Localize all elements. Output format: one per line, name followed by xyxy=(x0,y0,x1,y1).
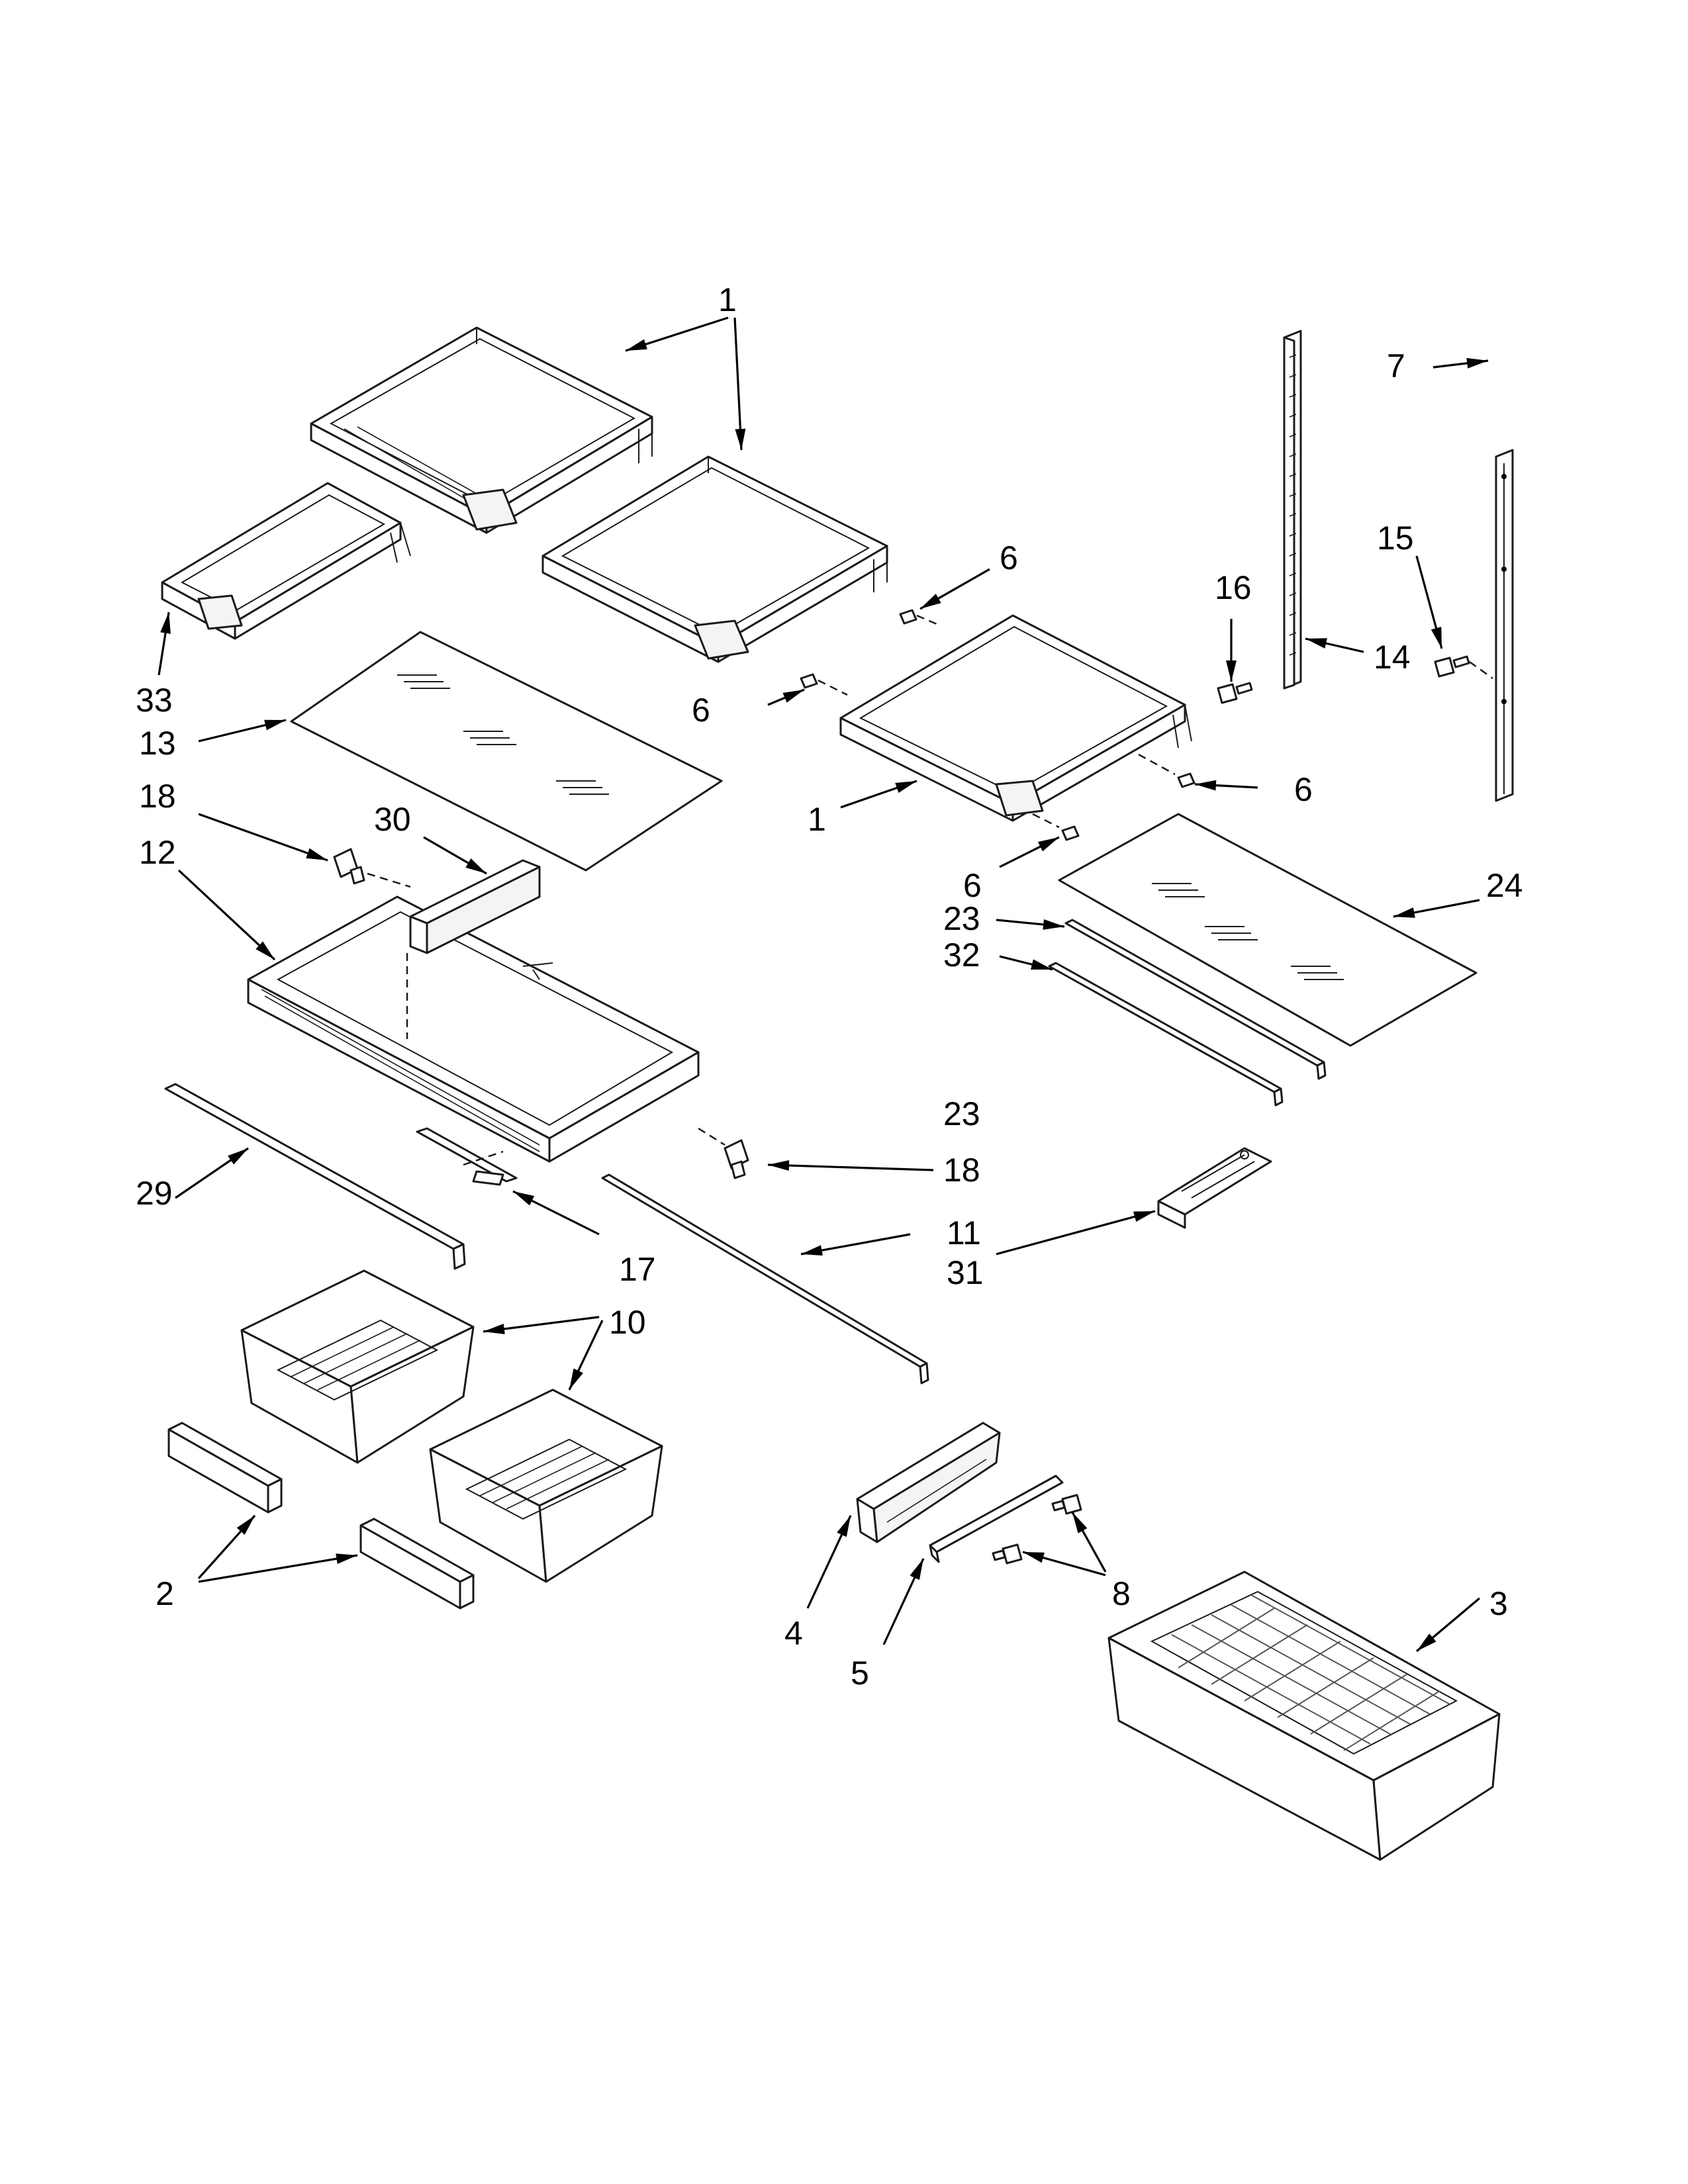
slide-17 xyxy=(416,1127,518,1186)
callout-5: 5 xyxy=(851,1655,869,1692)
leader-lines xyxy=(158,316,1489,1653)
drawer-front-2-left xyxy=(167,1422,283,1514)
callout-1-right: 1 xyxy=(808,801,826,838)
screw-group-6 xyxy=(800,609,1196,841)
trim-strip-23 xyxy=(1064,919,1327,1080)
callout-32: 32 xyxy=(943,936,980,974)
shelf-ladder-rail-14 xyxy=(1283,330,1302,690)
glass-shelf-24 xyxy=(1058,813,1477,1047)
callout-23-b: 23 xyxy=(943,1095,980,1132)
shelf-assembly-right xyxy=(839,614,1192,822)
callout-6-left: 6 xyxy=(692,692,710,729)
callout-10: 10 xyxy=(609,1304,646,1341)
drawer-front-2-right xyxy=(359,1518,475,1610)
screw-16 xyxy=(1217,682,1253,704)
glass-shelf-13 xyxy=(290,631,723,872)
callout-15: 15 xyxy=(1377,520,1414,557)
shelf-assembly-top-left xyxy=(310,326,653,534)
callout-16: 16 xyxy=(1215,569,1252,606)
slide-bracket-30 xyxy=(406,859,541,1039)
shelf-assembly-small-left xyxy=(161,482,411,640)
callout-30: 30 xyxy=(374,801,411,838)
callout-12: 12 xyxy=(139,834,176,871)
bracket-31 xyxy=(1157,1147,1272,1229)
crisper-drawer-10-left xyxy=(240,1269,475,1464)
callout-6-right: 6 xyxy=(1294,771,1313,808)
screw-8-upper xyxy=(1051,1494,1082,1515)
callout-8: 8 xyxy=(1112,1575,1131,1612)
crisper-frame-12 xyxy=(247,895,700,1163)
slide-5 xyxy=(929,1475,1064,1563)
callout-2: 2 xyxy=(156,1575,174,1612)
crisper-drawer-10-right xyxy=(429,1388,663,1583)
slide-cover-4 xyxy=(856,1422,1001,1543)
callout-1-top: 1 xyxy=(718,281,737,318)
trim-strip-29 xyxy=(164,1083,466,1270)
callout-7: 7 xyxy=(1387,347,1405,385)
callout-11: 11 xyxy=(947,1214,981,1251)
callout-18-top: 18 xyxy=(139,778,176,815)
clip-18-top xyxy=(333,848,411,888)
callout-14: 14 xyxy=(1374,639,1411,676)
callout-13: 13 xyxy=(139,725,176,762)
callout-6-top: 6 xyxy=(1000,539,1018,576)
callout-31: 31 xyxy=(947,1254,984,1291)
trim-strip-32 xyxy=(1048,962,1284,1107)
screw-8-lower xyxy=(992,1543,1023,1565)
shelf-assembly-middle xyxy=(541,455,888,663)
screw-15 xyxy=(1434,655,1493,680)
callout-6-bottom: 6 xyxy=(963,867,982,904)
callout-23-a: 23 xyxy=(943,900,980,937)
callout-29: 29 xyxy=(136,1175,173,1212)
shelf-ladder-rail-7 xyxy=(1495,449,1514,802)
callout-3: 3 xyxy=(1489,1585,1508,1622)
callout-33: 33 xyxy=(136,682,173,719)
callout-24: 24 xyxy=(1486,867,1523,904)
callout-18-right: 18 xyxy=(943,1152,980,1189)
callout-labels: 1 1 6 7 15 16 6 14 33 13 1 6 6 18 30 12 … xyxy=(136,281,1523,1692)
callout-17: 17 xyxy=(619,1251,656,1288)
clip-18-right xyxy=(698,1127,749,1179)
callout-4: 4 xyxy=(784,1615,803,1652)
rod-11 xyxy=(601,1173,929,1385)
pan-drawer-3 xyxy=(1107,1570,1501,1861)
